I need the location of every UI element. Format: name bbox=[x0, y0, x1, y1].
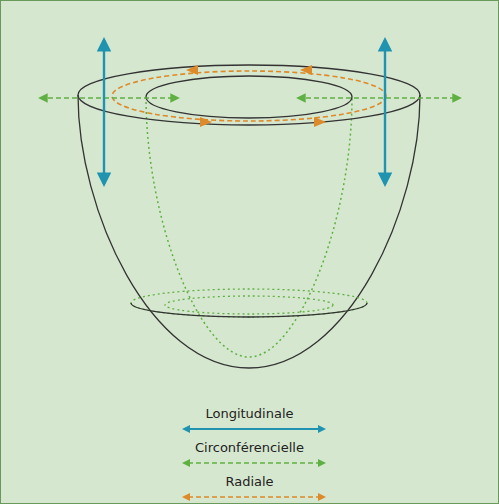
legend: LongitudinaleCirconférencielleRadiale bbox=[0, 403, 499, 504]
legend-sample-head bbox=[318, 493, 326, 501]
legend-sample-head bbox=[182, 459, 190, 467]
legend-label: Radiale bbox=[223, 474, 275, 490]
legend-row: Longitudinale bbox=[0, 403, 499, 437]
legend-sample-head bbox=[318, 425, 326, 433]
legend-row: Circonférencielle bbox=[0, 437, 499, 471]
legend-sample-line bbox=[188, 496, 320, 498]
legend-sample-line bbox=[188, 428, 320, 430]
legend-row: Radiale bbox=[0, 471, 499, 504]
legend-sample-line bbox=[188, 462, 320, 464]
legend-sample-head bbox=[182, 425, 190, 433]
legend-sample-head bbox=[182, 493, 190, 501]
legend-label: Longitudinale bbox=[203, 406, 295, 422]
legend-sample-head bbox=[318, 459, 326, 467]
legend-label: Circonférencielle bbox=[193, 440, 306, 456]
